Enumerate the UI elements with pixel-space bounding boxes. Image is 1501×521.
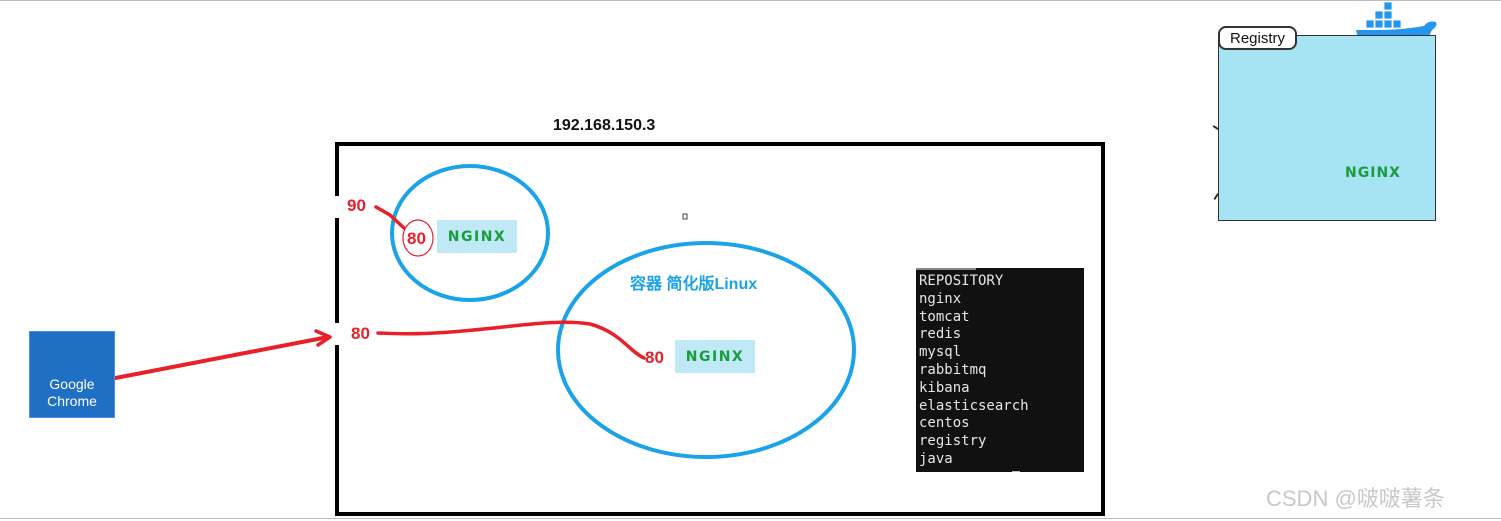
port-highlight-ring bbox=[402, 219, 434, 257]
registry-panel bbox=[1218, 35, 1436, 221]
host-port-upper: 90 bbox=[347, 196, 366, 215]
nginx-logo-text: NGINX bbox=[685, 348, 745, 365]
terminal-line: registry bbox=[919, 433, 987, 450]
host-ip-label: 192.168.150.3 bbox=[553, 117, 656, 134]
container-port-upper: 80 bbox=[407, 229, 426, 248]
terminal-cursor bbox=[1011, 470, 1020, 472]
chrome-shortcut-label: Google Chrome bbox=[29, 376, 115, 410]
registry-nginx-logo: NGINX bbox=[1345, 165, 1401, 181]
watermark: CSDN @啵啵薯条 bbox=[1266, 486, 1445, 511]
container-port-lower: 80 bbox=[645, 348, 664, 367]
terminal-line: nginx bbox=[919, 290, 962, 307]
host-port-gap-lower bbox=[333, 323, 343, 345]
terminal-line: mysql bbox=[919, 344, 962, 361]
container-circle-small bbox=[390, 164, 550, 302]
terminal-line: centos bbox=[919, 415, 970, 432]
terminal-clipped-line bbox=[916, 268, 976, 270]
chrome-label-line2: Chrome bbox=[47, 393, 97, 409]
chrome-shortcut-tile[interactable] bbox=[29, 331, 115, 418]
container-label: 容器 简化版Linux bbox=[630, 276, 758, 293]
host-port-lower: 80 bbox=[351, 324, 370, 343]
container-circle-large bbox=[556, 241, 856, 459]
terminal-line: java bbox=[919, 450, 953, 467]
host-port-gap-upper bbox=[333, 196, 343, 218]
terminal-line: tomcat bbox=[919, 308, 970, 325]
port-mapping-line-upper bbox=[374, 205, 406, 230]
terminal-prompt: ........... bbox=[919, 469, 1084, 472]
terminal-line: redis bbox=[919, 326, 962, 343]
terminal-line: kibana bbox=[919, 379, 970, 396]
terminal-line: REPOSITORY bbox=[919, 273, 1004, 289]
chrome-label-line1: Google bbox=[49, 376, 95, 392]
browser-request-arrow bbox=[98, 335, 330, 383]
port-mapping-line-lower bbox=[376, 320, 646, 360]
small-marker bbox=[682, 213, 688, 220]
terminal-line: elasticsearch bbox=[919, 397, 1029, 414]
nginx-container-lower: NGINX bbox=[675, 340, 755, 373]
terminal-line: rabbitmq bbox=[919, 361, 987, 378]
bottom-border-line bbox=[0, 518, 1501, 519]
nginx-logo-text: NGINX bbox=[447, 228, 507, 245]
registry-tab: Registry bbox=[1218, 26, 1297, 50]
nginx-container-upper: NGINX bbox=[437, 220, 517, 253]
top-border-line bbox=[0, 0, 1501, 1]
arrow-head bbox=[314, 329, 332, 347]
terminal-image-list: REPOSITORY nginx tomcat redis mysql rabb… bbox=[916, 268, 1084, 472]
